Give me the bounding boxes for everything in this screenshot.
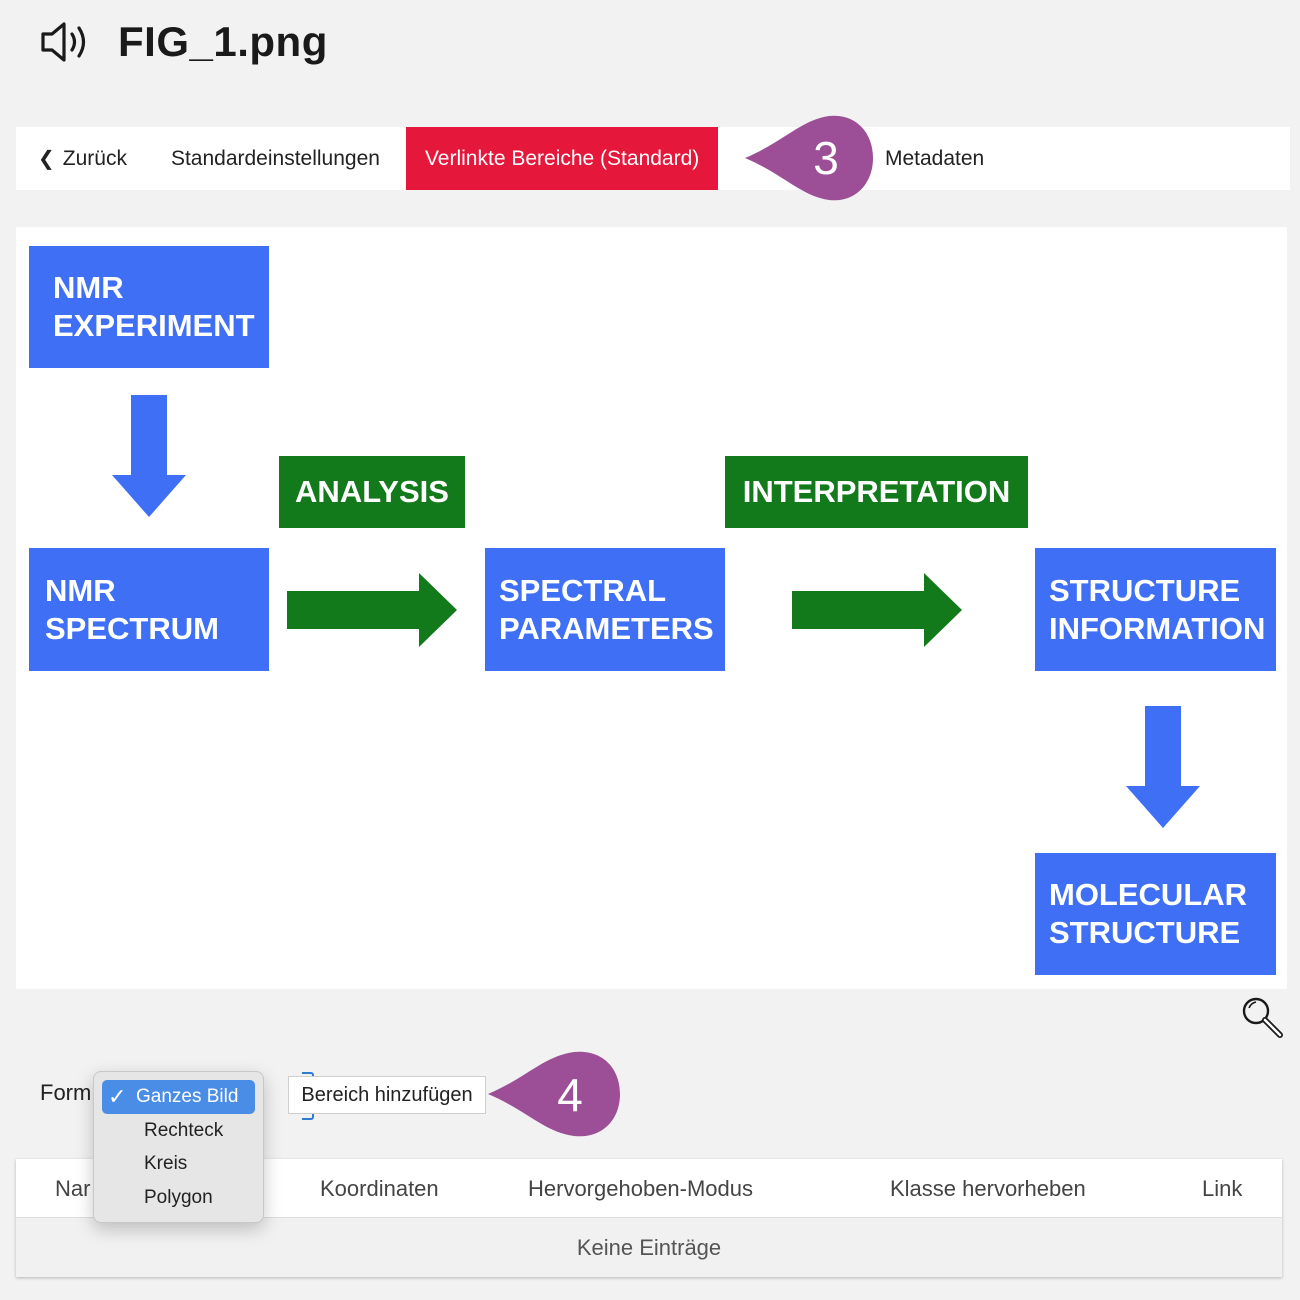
column-header-coordinates[interactable]: Koordinaten [320,1175,439,1201]
spectral-parameters-box: SPECTRAL PARAMETERS [485,548,725,671]
nmr-spectrum-box: NMR SPECTRUM [29,548,269,671]
option-label: Ganzes Bild [136,1086,239,1107]
box-line: STRUCTURE [1049,915,1241,950]
box-line: PARAMETERS [499,610,714,646]
zoom-icon[interactable] [1240,995,1284,1039]
tab-metadata-label: Metadaten [885,146,985,170]
box-line: MOLECULAR [1049,877,1248,912]
tab-bar: ❮ Zurück Standardeinstellungen Verlinkte… [16,127,1290,190]
tab-linked-areas-label: Verlinkte Bereiche (Standard) [424,146,700,170]
callout-marker-3 [745,115,873,201]
option-label: Rechteck [144,1119,224,1141]
box-line: STRUCTURE [1049,572,1241,608]
callout-number-3: 3 [813,132,839,184]
chevron-left-icon: ❮ [38,148,55,170]
column-header-highlight-class[interactable]: Klasse hervorheben [890,1175,1086,1201]
tab-default-settings-label: Standardeinstellungen [170,146,380,170]
callout-number-4: 4 [557,1069,583,1121]
arrow-right-icon [287,573,457,647]
checkmark-icon: ✓ [108,1084,127,1109]
box-line: NMR [45,572,116,608]
back-button[interactable]: ❮ Zurück [16,127,171,190]
nmr-experiment-box: NMR EXPERIMENT [29,246,269,368]
tab-linked-areas[interactable]: Verlinkte Bereiche (Standard) [405,127,719,190]
dropdown-option-whole-image[interactable]: ✓ Ganzes Bild [102,1080,255,1114]
column-header-highlight-mode[interactable]: Hervorgehoben-Modus [528,1175,754,1201]
box-line: EXPERIMENT [53,308,255,343]
arrow-down-icon [1126,706,1200,828]
dropdown-option-circle[interactable]: Kreis [102,1148,255,1182]
interpretation-label: INTERPRETATION [725,456,1028,528]
form-label: Form [40,1080,92,1105]
add-area-button[interactable]: Bereich hinzufügen [288,1076,486,1114]
box-line: NMR [53,270,124,305]
arrow-down-icon [112,395,186,517]
shape-dropdown-menu: ✓ Ganzes Bild Rechteck Kreis Polygon [93,1071,264,1223]
speaker-icon[interactable] [40,20,92,64]
tab-metadata[interactable]: Metadaten [885,127,984,190]
analysis-label: ANALYSIS [279,456,465,528]
structure-information-box: STRUCTURE INFORMATION [1035,548,1276,671]
column-header-link[interactable]: Link [1202,1175,1243,1201]
molecular-structure-box: MOLECULAR STRUCTURE [1035,853,1276,975]
dropdown-option-rectangle[interactable]: Rechteck [102,1114,255,1148]
back-label: Zurück [62,146,127,170]
box-line: INFORMATION [1049,610,1266,646]
table-header: Nar Koordinaten Hervorgehoben-Modus Klas… [16,1159,1282,1218]
title-bar: FIG_1.png [40,14,328,70]
tab-default-settings[interactable]: Standardeinstellungen [171,127,406,190]
callout-marker-4 [488,1051,620,1137]
form-row: Form Bereich hinzufügen [40,1070,640,1120]
option-label: Polygon [144,1186,213,1208]
column-header-name[interactable]: Nar [55,1175,91,1201]
box-line: SPECTRAL [499,572,667,608]
empty-table-message: Keine Einträge [16,1218,1282,1277]
dropdown-option-polygon[interactable]: Polygon [102,1181,255,1215]
page-title: FIG_1.png [118,18,328,65]
figure-image: NMR EXPERIMENT ANALYSIS INTERPRETATION N… [16,227,1287,989]
arrow-right-icon [792,573,962,647]
option-label: Kreis [144,1153,188,1175]
box-line: SPECTRUM [45,610,219,646]
